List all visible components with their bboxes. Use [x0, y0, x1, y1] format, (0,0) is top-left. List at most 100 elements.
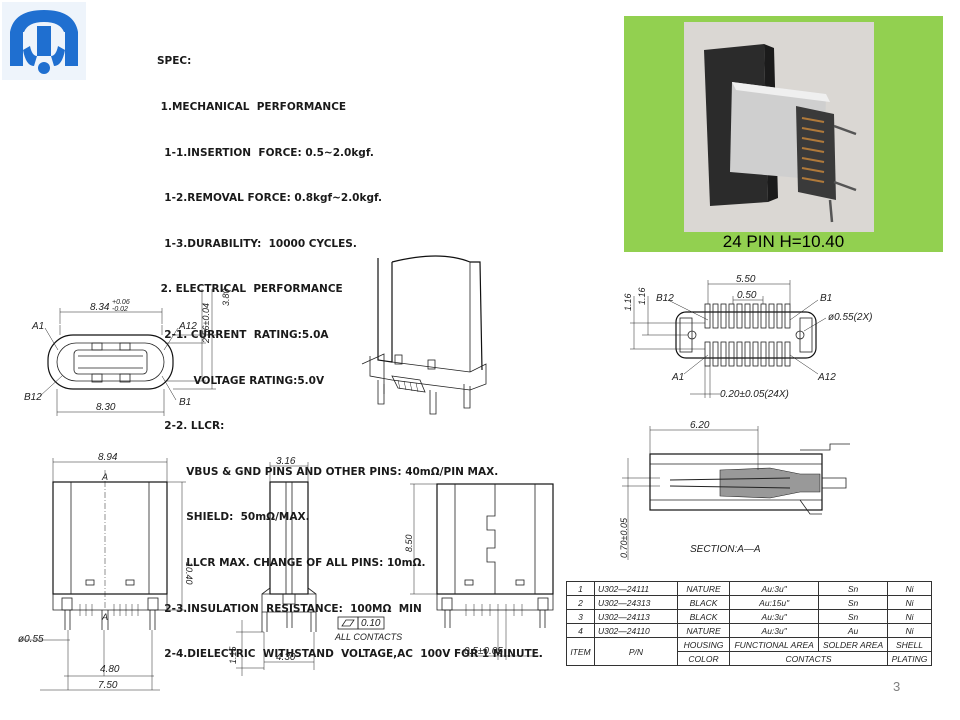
- cell-functional: Au:3u": [729, 623, 820, 638]
- header-pn: P/N: [593, 637, 678, 666]
- cell-item: 1: [566, 581, 595, 596]
- cell-color: NATURE: [676, 581, 731, 596]
- back-view: 8.50 0.5±0.05: [404, 483, 554, 660]
- header-shell: SHELL: [886, 637, 933, 652]
- company-logo: [2, 2, 86, 80]
- pad-dim-hole: ø0.55(2X): [828, 312, 872, 323]
- back-dim-pin-pitch: 0.5±0.05: [464, 646, 503, 657]
- section-dim-height: 0.70±0.05: [619, 517, 629, 558]
- cell-shell: Ni: [886, 595, 933, 610]
- cell-shell: Ni: [886, 609, 933, 624]
- header-contacts: CONTACTS: [729, 651, 888, 666]
- spec-line: SPEC:: [157, 55, 192, 68]
- header-solder-area: SOLDER AREA: [818, 637, 888, 652]
- table-header-row: ITEM P/N HOUSING FUNCTIONAL AREA SOLDER …: [566, 637, 933, 666]
- page-number: 3: [893, 679, 901, 694]
- cell-pn: U302—24313: [593, 595, 678, 610]
- spec-line: LLCR MAX. CHANGE OF ALL PINS: 10mΩ.: [157, 556, 426, 569]
- table-row: 2 U302—24313 BLACK Au:15u" Sn Ni: [566, 595, 933, 610]
- section-mark-top: A: [101, 472, 108, 482]
- part-number-table: 1 U302—24111 NATURE Au:3u" Sn Ni 2 U302—…: [566, 581, 933, 666]
- cell-functional: Au:15u": [729, 595, 820, 610]
- dim-height-inner: 2.56±0.04: [201, 303, 211, 344]
- cell-item: 4: [566, 623, 595, 638]
- cell-pn: U302—24110: [593, 623, 678, 638]
- cell-pn: U302—24113: [593, 609, 678, 624]
- spec-line: VOLTAGE RATING:5.0V: [157, 374, 325, 387]
- cell-color: BLACK: [676, 609, 731, 624]
- pad-label-a12: A12: [817, 372, 836, 383]
- pad-dim-width: 5.50: [736, 274, 756, 285]
- pad-label-b12: B12: [656, 293, 674, 304]
- pin-label-a1: A1: [31, 321, 44, 332]
- pin-label-b12: B12: [24, 392, 42, 403]
- cell-item: 3: [566, 609, 595, 624]
- spec-line: 1-1.INSERTION FORCE: 0.5~2.0kgf.: [157, 146, 374, 159]
- pad-dim-height-1: 1.16: [623, 293, 633, 311]
- header-item: ITEM: [566, 637, 595, 666]
- dim-height-outer: 3.80: [221, 288, 231, 306]
- front-full-view: 8.94 10.40 ø0.55 4.80 7.50 A A: [18, 452, 194, 691]
- section-mark-bottom: A: [101, 612, 108, 622]
- pad-dim-height-2: 1.16: [637, 287, 647, 305]
- full-dim-pin-dia: ø0.55: [18, 634, 44, 645]
- product-photo-panel: 24 PIN H=10.40: [624, 16, 943, 252]
- cell-item: 2: [566, 595, 595, 610]
- flatness-callout: 0.10: [337, 616, 385, 630]
- side-view: 3.16 1.15 4.30: [228, 456, 317, 676]
- section-view: 6.20 0.70±0.05 SECTION:A—A: [619, 420, 850, 560]
- cell-color: NATURE: [676, 623, 731, 638]
- table-row: 3 U302—24113 BLACK Au:3u" Sn Ni: [566, 609, 933, 624]
- spec-line: 1-3.DURABILITY: 10000 CYCLES.: [157, 237, 357, 250]
- product-photo: [684, 22, 874, 232]
- full-dim-pin-span-inner: 4.80: [100, 664, 120, 675]
- table-row: 1 U302—24111 NATURE Au:3u" Sn Ni: [566, 581, 933, 596]
- spec-line: 2-2. LLCR:: [157, 420, 225, 433]
- dim-width-top: 8.34: [90, 302, 110, 313]
- spec-line: 1.MECHANICAL PERFORMANCE: [157, 101, 347, 113]
- cell-shell: Ni: [886, 623, 933, 638]
- pad-dim-pitch: 0.50: [737, 290, 757, 301]
- header-plating: PLATING: [886, 651, 933, 666]
- side-dim-lead-height: 1.15: [228, 645, 238, 664]
- spec-line: 2-4.DIELECTRIC WITHSTAND VOLTAGE,AC 100V…: [157, 648, 543, 661]
- dim-width-bottom: 8.30: [96, 402, 116, 413]
- side-dim-lead-span: 4.30: [276, 652, 296, 663]
- header-functional-area: FUNCTIONAL AREA: [729, 637, 820, 652]
- section-caption: SECTION:A—A: [690, 544, 761, 555]
- table-header-row: COLOR CONTACTS PLATING: [567, 651, 933, 666]
- cell-solder: Au: [818, 623, 888, 638]
- front-view: 8.34 +0.06 -0.02 8.30 2.56±0.04 3.80 A1 …: [24, 288, 231, 416]
- cell-color: BLACK: [676, 595, 731, 610]
- pad-label-a1: A1: [671, 372, 684, 383]
- spec-line: 1-2.REMOVAL FORCE: 0.8kgf~2.0kgf.: [157, 192, 382, 205]
- cell-pn: U302—24111: [593, 581, 678, 596]
- side-dim-thickness: 3.16: [276, 456, 296, 467]
- photo-caption: 24 PIN H=10.40: [722, 232, 845, 251]
- spec-line: 2. ELECTRICAL PERFORMANCE: [157, 283, 343, 296]
- spec-text-block: SPEC: 1.MECHANICAL PERFORMANCE 1-1.INSER…: [157, 24, 543, 678]
- dim-tol-minus: -0.02: [112, 306, 128, 313]
- pad-label-b1: B1: [820, 293, 832, 304]
- cell-solder: Sn: [818, 581, 888, 596]
- dim-tol-plus: +0.06: [112, 299, 130, 306]
- spec-line: VBUS & GND PINS AND OTHER PINS: 40mΩ/PIN…: [157, 465, 499, 478]
- back-dim-height: 8.50: [404, 534, 414, 552]
- cell-solder: Sn: [818, 595, 888, 610]
- cell-shell: Ni: [886, 581, 933, 596]
- cell-functional: Au:3u": [729, 581, 820, 596]
- full-dim-width: 8.94: [98, 452, 118, 463]
- pin-label-a12: A12: [178, 321, 197, 332]
- spec-line: 2-3.INSULATION RESISTANCE: 100MΩ MIN: [157, 602, 422, 615]
- section-dim-length: 6.20: [690, 420, 710, 431]
- table-row: 4 U302—24110 NATURE Au:3u" Au Ni: [566, 623, 933, 638]
- pad-dim-pad-width: 0.20±0.05(24X): [720, 389, 789, 400]
- pin-label-b1: B1: [179, 397, 191, 408]
- pad-layout: 5.50 0.50 1.16 1.16 ø0.55(2X) 0.20±0.05(…: [623, 274, 872, 400]
- cell-solder: Sn: [818, 609, 888, 624]
- isometric-sketch: [361, 255, 487, 415]
- flatness-note: ALL CONTACTS: [335, 632, 403, 642]
- header-housing: HOUSING: [676, 637, 731, 652]
- cell-functional: Au:3u": [729, 609, 820, 624]
